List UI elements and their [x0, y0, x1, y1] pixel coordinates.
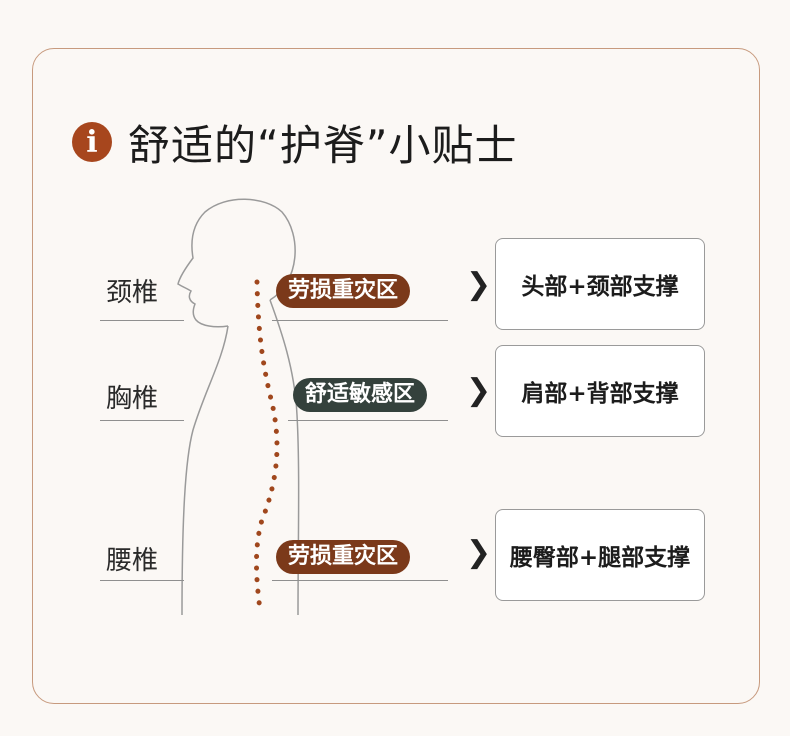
info-icon: i [72, 122, 112, 162]
support-box-thoracic: 肩部+背部支撑 [495, 345, 705, 437]
zone-tag-lumbar: 劳损重灾区 [276, 540, 411, 574]
chevron-right-icon: ❯ [466, 373, 492, 408]
zone-tag-thoracic: 舒适敏感区 [293, 378, 428, 412]
title-row: i 舒适的“护脊”小贴士 [72, 112, 518, 172]
zone-label-lumbar: 腰椎 [106, 546, 159, 576]
chevron-right-icon: ❯ [466, 535, 492, 570]
support-box-lumbar: 腰臀部+腿部支撑 [495, 509, 705, 601]
front-outline [181, 325, 229, 616]
head-outline [177, 198, 296, 328]
page-title: 舒适的“护脊”小贴士 [128, 120, 518, 170]
zone-underline-left [100, 420, 184, 421]
zone-underline-left [100, 580, 184, 581]
zone-tag-cervical: 劳损重灾区 [276, 274, 411, 308]
zone-underline-right [272, 580, 448, 581]
zone-underline-left [100, 320, 184, 321]
zone-label-cervical: 颈椎 [106, 278, 159, 308]
zone-underline-right [288, 420, 448, 421]
spine-dotted-line [254, 279, 280, 613]
support-box-cervical: 头部+颈部支撑 [495, 238, 705, 330]
zone-label-thoracic: 胸椎 [106, 384, 159, 414]
chevron-right-icon: ❯ [466, 267, 492, 302]
zone-underline-right [272, 320, 448, 321]
